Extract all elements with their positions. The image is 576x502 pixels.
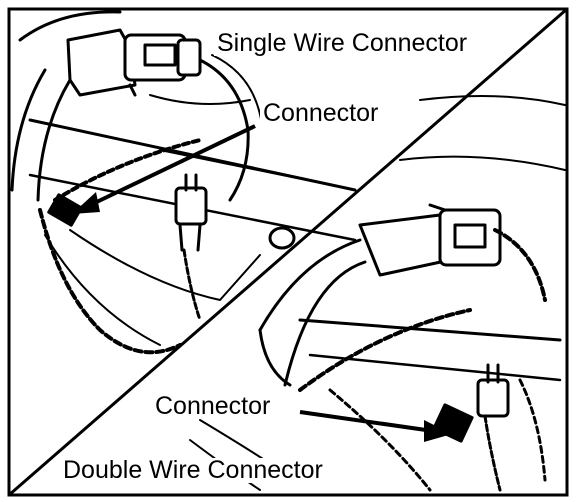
double-wire-connector-label: Double Wire Connector xyxy=(60,458,326,483)
arrow-connector-top xyxy=(72,124,256,214)
connector-label-bottom: Connector xyxy=(152,394,274,419)
connector-label-top: Connector xyxy=(260,101,382,126)
arrow-connector-bottom xyxy=(299,410,452,442)
frame-border xyxy=(7,7,569,497)
double-wire-panel xyxy=(189,95,566,492)
single-wire-panel xyxy=(10,10,357,355)
diagonal-divider xyxy=(8,7,568,497)
single-wire-connector-label: Single Wire Connector xyxy=(214,31,471,56)
